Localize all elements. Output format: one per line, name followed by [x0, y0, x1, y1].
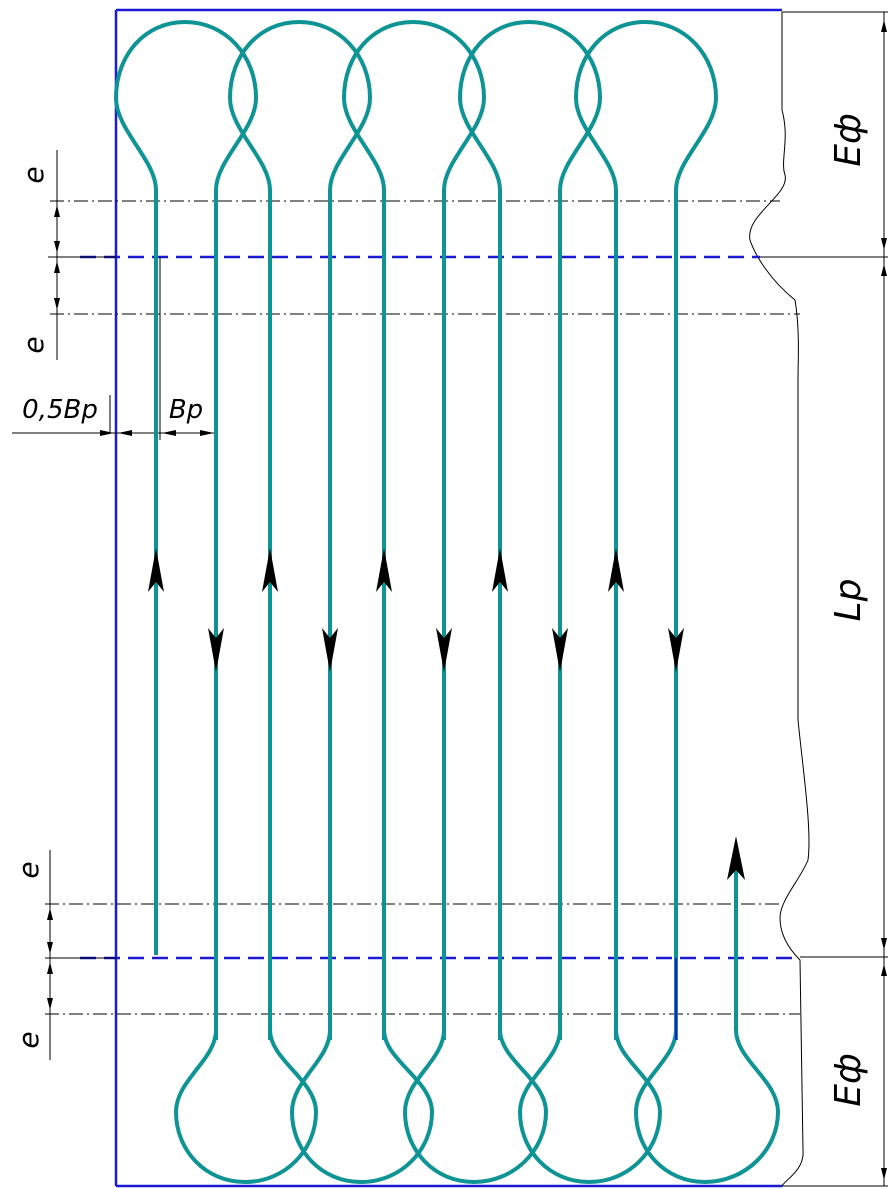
- top-loop-5: [574, 20, 718, 1040]
- arrow-down-icon: [436, 628, 452, 672]
- label-bp: Bp: [169, 395, 203, 425]
- label-ef-bottom: Eф: [828, 1053, 869, 1107]
- label-e-top-lower: e: [17, 336, 50, 353]
- arrow-down-icon: [668, 628, 684, 672]
- bottom-loop-4: [518, 1029, 662, 1184]
- field-edge-break-line: [749, 12, 810, 1187]
- e-dimension-top: [48, 150, 116, 360]
- label-e-bottom-lower: e: [12, 1031, 45, 1048]
- offset-lines: [45, 200, 800, 1015]
- headland-boundaries: [80, 255, 800, 960]
- dimension-arrows-right: [881, 20, 887, 1180]
- label-lp: Lp: [828, 579, 869, 622]
- arrow-up-icon: [262, 548, 278, 592]
- label-e-top-upper: e: [17, 166, 50, 183]
- arrow-down-icon: [322, 628, 338, 672]
- top-loop-1: [114, 20, 258, 1040]
- bottom-loop-2: [290, 1029, 434, 1184]
- top-loop-4: [458, 20, 602, 1040]
- dimension-frame: [749, 11, 888, 1187]
- arrow-up-icon: [608, 548, 624, 592]
- arrow-up-icon: [148, 548, 164, 592]
- top-loop-2: [228, 20, 372, 1040]
- arrow-up-icon: [492, 548, 508, 592]
- arrow-down-icon: [208, 628, 224, 672]
- label-half-bp: 0,5Bp: [22, 395, 98, 425]
- bottom-loop-1: [174, 1029, 318, 1184]
- bp-dimension-arrows: [100, 430, 214, 436]
- field-border: [114, 8, 782, 1188]
- arrow-up-icon: [727, 836, 745, 880]
- top-loop-3: [342, 20, 486, 1040]
- bottom-loop-5: [634, 870, 780, 1184]
- e-dimension-bottom: [45, 850, 116, 1060]
- pass-paths: [114, 20, 780, 1184]
- direction-arrows: [148, 548, 745, 880]
- label-ef-top: Eф: [828, 113, 869, 167]
- bottom-loop-3: [403, 1029, 548, 1184]
- e-dimension-arrows: [47, 205, 60, 1010]
- arrow-down-icon: [552, 628, 568, 672]
- arrow-up-icon: [376, 548, 392, 592]
- label-e-bottom-upper: e: [12, 861, 45, 878]
